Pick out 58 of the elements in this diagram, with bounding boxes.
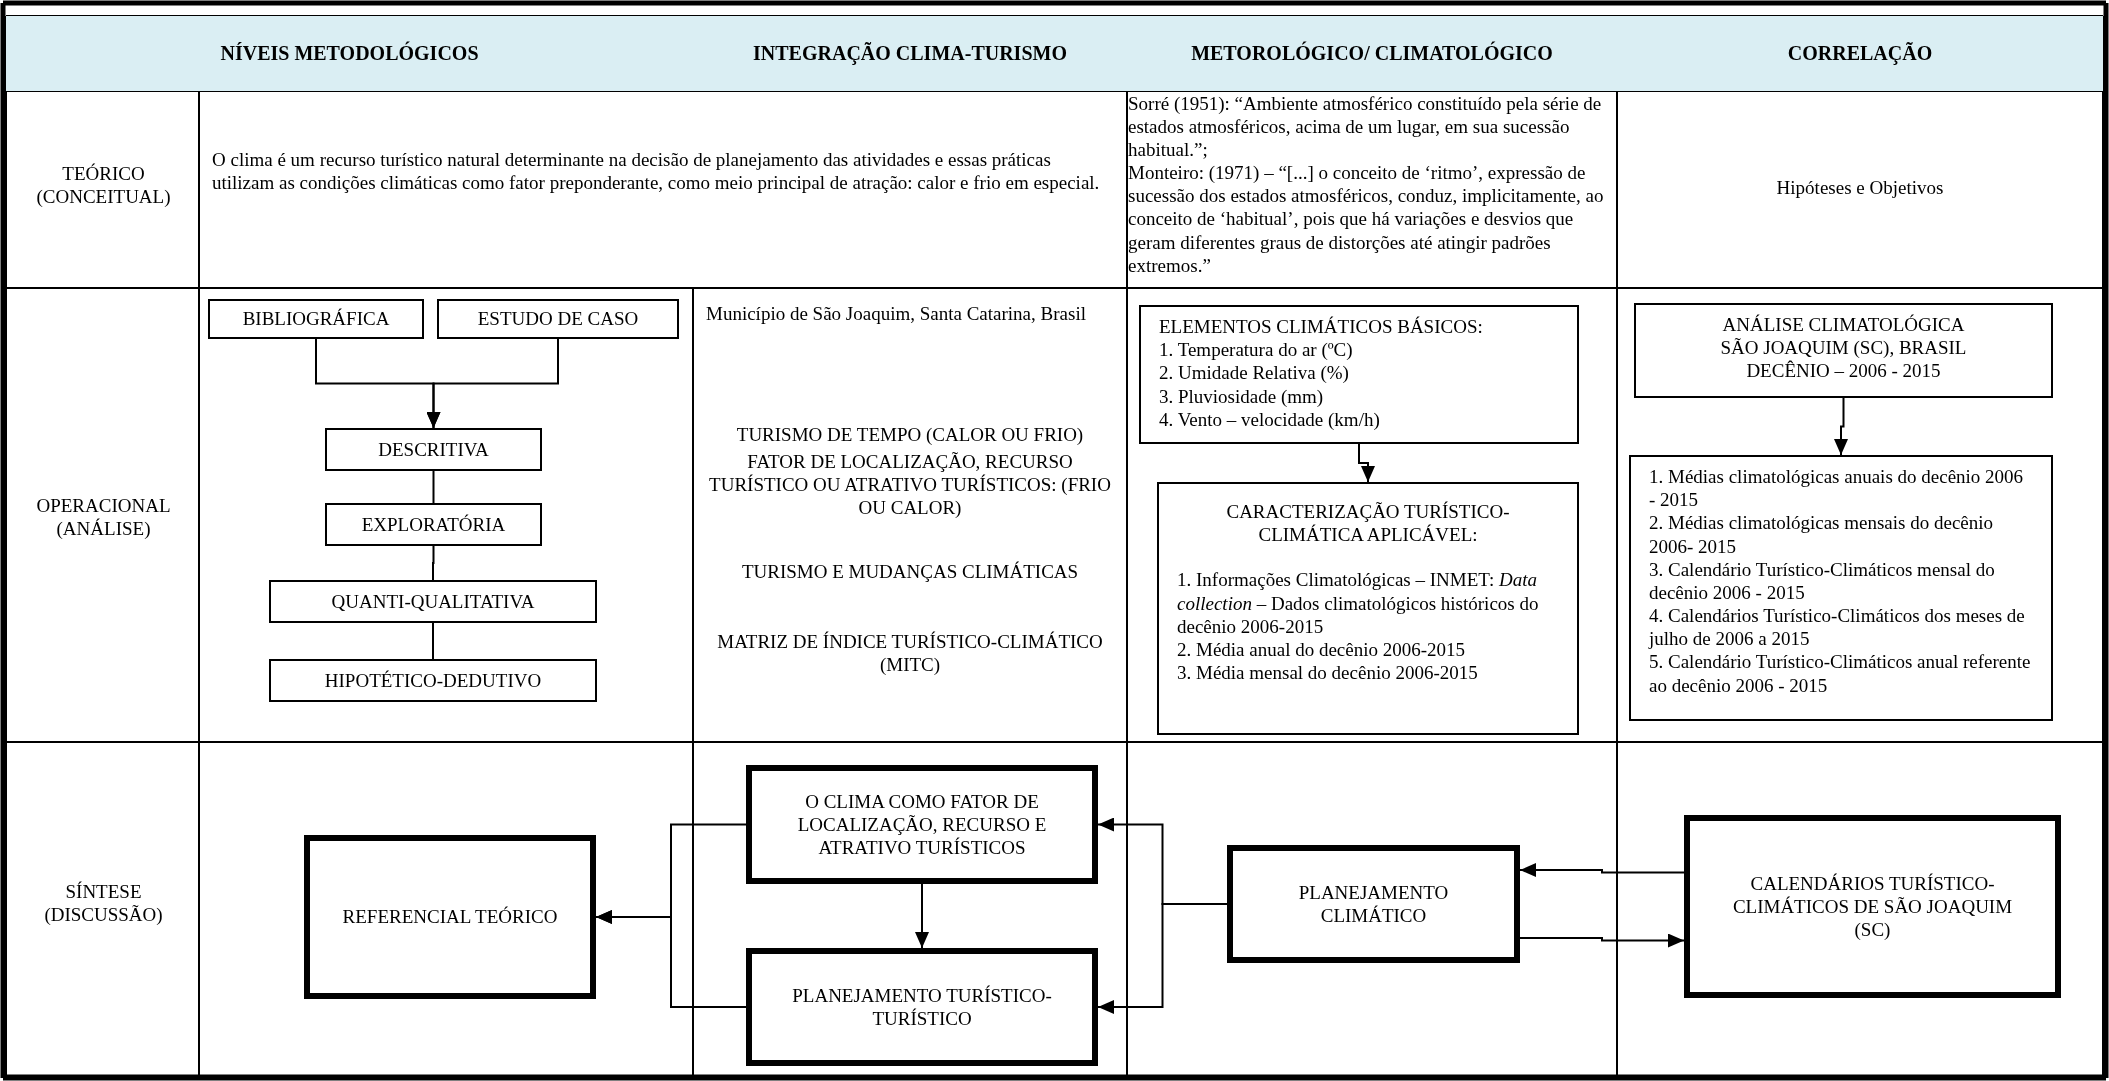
list-item: 2. Umidade Relativa (%): [1159, 361, 1350, 385]
process-box: CALENDÁRIOS TURÍSTICO-CLIMÁTICOS DE SÃO JOAQUIM (SC): [1684, 815, 2061, 998]
column-header: INTEGRAÇÃO CLIMA-TURISMO: [693, 16, 1127, 91]
cell-text: TURISMO E MUDANÇAS CLIMÁTICAS: [740, 560, 1080, 584]
method-box: HIPOTÉTICO-DEDUTIVO: [269, 659, 597, 702]
heading-line: SÃO JOAQUIM (SC), BRASIL: [1719, 336, 1968, 360]
connector-line: [432, 622, 434, 660]
list-item: 4. Calendários Turístico-Climáticos dos meses de julho de 2006 a 2015: [1649, 604, 2026, 651]
list-box: [1629, 455, 2053, 721]
cell-text: MATRIZ DE ÍNDICE TURÍSTICO-CLIMÁTICO (MITC): [716, 630, 1104, 677]
list-item: 2. Média anual do decênio 2006-2015: [1177, 637, 1467, 662]
method-box: QUANTI-QUALITATIVA: [269, 580, 597, 623]
list-item: 3. Calendário Turístico-Climáticos mensal do decênio 2006 - 2015: [1649, 557, 1996, 605]
row-label: OPERACIONAL (ANÁLISE): [35, 494, 172, 541]
list-item: 5. Calendário Turístico-Climáticos anual referente ao decênio 2006 - 2015: [1649, 650, 2032, 697]
column-header: METOROLÓGICO/ CLIMATOLÓGICO: [1127, 16, 1617, 91]
list-item: 1. Informações Climatológicas – INMET: Data collection – Dados climatológicos históricos do decênio 2006-2015: [1177, 568, 1540, 638]
process-box: O CLIMA COMO FATOR DE LOCALIZAÇÃO, RECURSO E ATRATIVO TURÍSTICOS: [746, 765, 1098, 884]
box-heading: CARACTERIZAÇÃO TURÍSTICO-CLIMÁTICA APLICÁVEL:: [1225, 500, 1511, 547]
method-box: BIBLIOGRÁFICA: [208, 299, 424, 339]
list-item: 2. Médias climatológicas mensais do decênio 2006- 2015: [1649, 511, 1995, 558]
cell-text: FATOR DE LOCALIZAÇÃO, RECURSO TURÍSTICO OU ATRATIVO TURÍSTICOS: (FRIO OU CALOR): [708, 450, 1112, 520]
arrow: [426, 338, 559, 429]
list-item: 1. Médias climatológicas anuais do decênio 2006 - 2015: [1649, 465, 2025, 512]
method-box: ESTUDO DE CASO: [437, 299, 679, 339]
list-item: 3. Pluviosidade (mm): [1159, 384, 1325, 408]
arrow: [595, 910, 747, 1008]
method-box: DESCRITIVA: [325, 428, 542, 471]
cell-text: O clima é um recurso turístico natural determinante na decisão de planejamento das atividades e essas práticas utilizam as condições climáticas como fator preponderante, como meio principal de atração: calor e frio em especial.: [212, 148, 1101, 195]
list-box: [1157, 482, 1579, 735]
cell-text: Sorré (1951): “Ambiente atmosférico constituído pela série de estados atmosféricos, acima de um lugar, em sua sucessão habitual.”;: [1128, 92, 1603, 162]
cell-text: Município de São Joaquim, Santa Catarina, Brasil: [706, 302, 1087, 326]
process-box: PLANEJAMENTO TURÍSTICO-TURÍSTICO: [746, 948, 1098, 1066]
column-header: NÍVEIS METODOLÓGICOS: [6, 16, 693, 91]
row-label: TEÓRICO (CONCEITUAL): [35, 162, 172, 209]
heading-line: DECÊNIO – 2006 - 2015: [1745, 359, 1942, 383]
arrow: [1834, 397, 1848, 456]
column-header: CORRELAÇÃO: [1617, 16, 2103, 91]
list-item: 4. Vento – velocidade (km/h): [1159, 407, 1381, 431]
cell-text: Monteiro: (1971) – “[...] o conceito de ‘ritmo’, expressão de sucessão dos estados atmosféricos, conduz, implicitamente, ao conceito de ‘habitual’, pois que há variações e desvios que geram diferentes graus de distorções até atingir padrões extremos.”: [1128, 161, 1605, 277]
arrow: [1519, 863, 1685, 877]
arrow: [915, 883, 929, 949]
process-box: PLANEJAMENTO CLIMÁTICO: [1227, 845, 1520, 963]
cell-text: TURISMO DE TEMPO (CALOR OU FRIO): [735, 423, 1085, 447]
connector-line: [432, 470, 435, 504]
heading-box: [1634, 303, 2053, 398]
process-box: REFERENCIAL TEÓRICO: [304, 835, 596, 999]
row-label: SÍNTESE (DISCUSSÃO): [43, 880, 164, 927]
arrow: [1519, 933, 1685, 948]
box-heading: ELEMENTOS CLIMÁTICOS BÁSICOS:: [1159, 315, 1484, 339]
list-item: 1. Temperatura do ar (ºC): [1159, 338, 1354, 362]
connector-line: [432, 545, 435, 581]
list-box: [1139, 305, 1579, 444]
arrow: [1358, 443, 1375, 483]
heading-line: ANÁLISE CLIMATOLÓGICA: [1721, 313, 1966, 337]
list-item: 3. Média mensal do decênio 2006-2015: [1177, 661, 1479, 685]
method-box: EXPLORATÓRIA: [325, 503, 542, 546]
cell-text: Hipóteses e Objetivos: [1775, 176, 1945, 200]
